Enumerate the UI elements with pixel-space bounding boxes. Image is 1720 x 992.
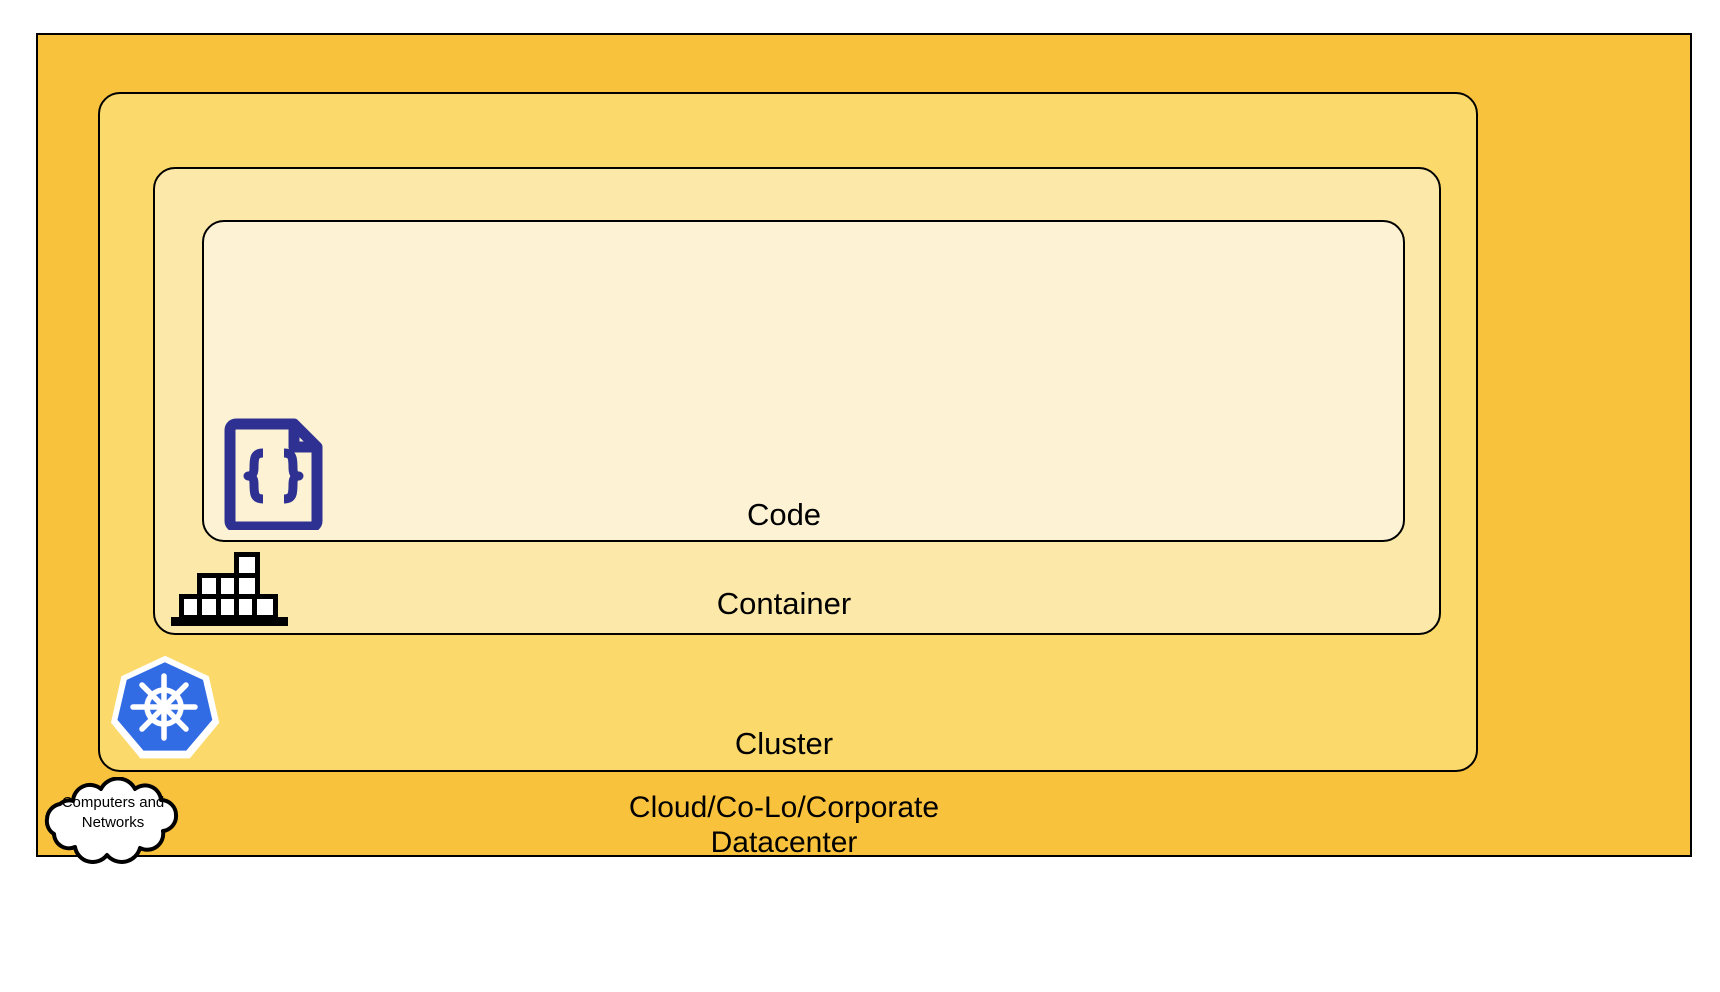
layer-label-code: Code	[746, 497, 822, 532]
cloud-shape-icon[interactable]	[35, 777, 191, 864]
layer-label-cluster: Cluster	[734, 726, 834, 761]
layer-label-datacenter: Cloud/Co-Lo/Corporate Datacenter	[628, 791, 940, 859]
layer-box-code[interactable]	[202, 220, 1405, 542]
container-bricks-icon	[169, 551, 290, 627]
kubernetes-helm-icon	[110, 652, 220, 764]
json-code-document-icon	[222, 415, 326, 530]
layer-label-container: Container	[716, 586, 852, 621]
